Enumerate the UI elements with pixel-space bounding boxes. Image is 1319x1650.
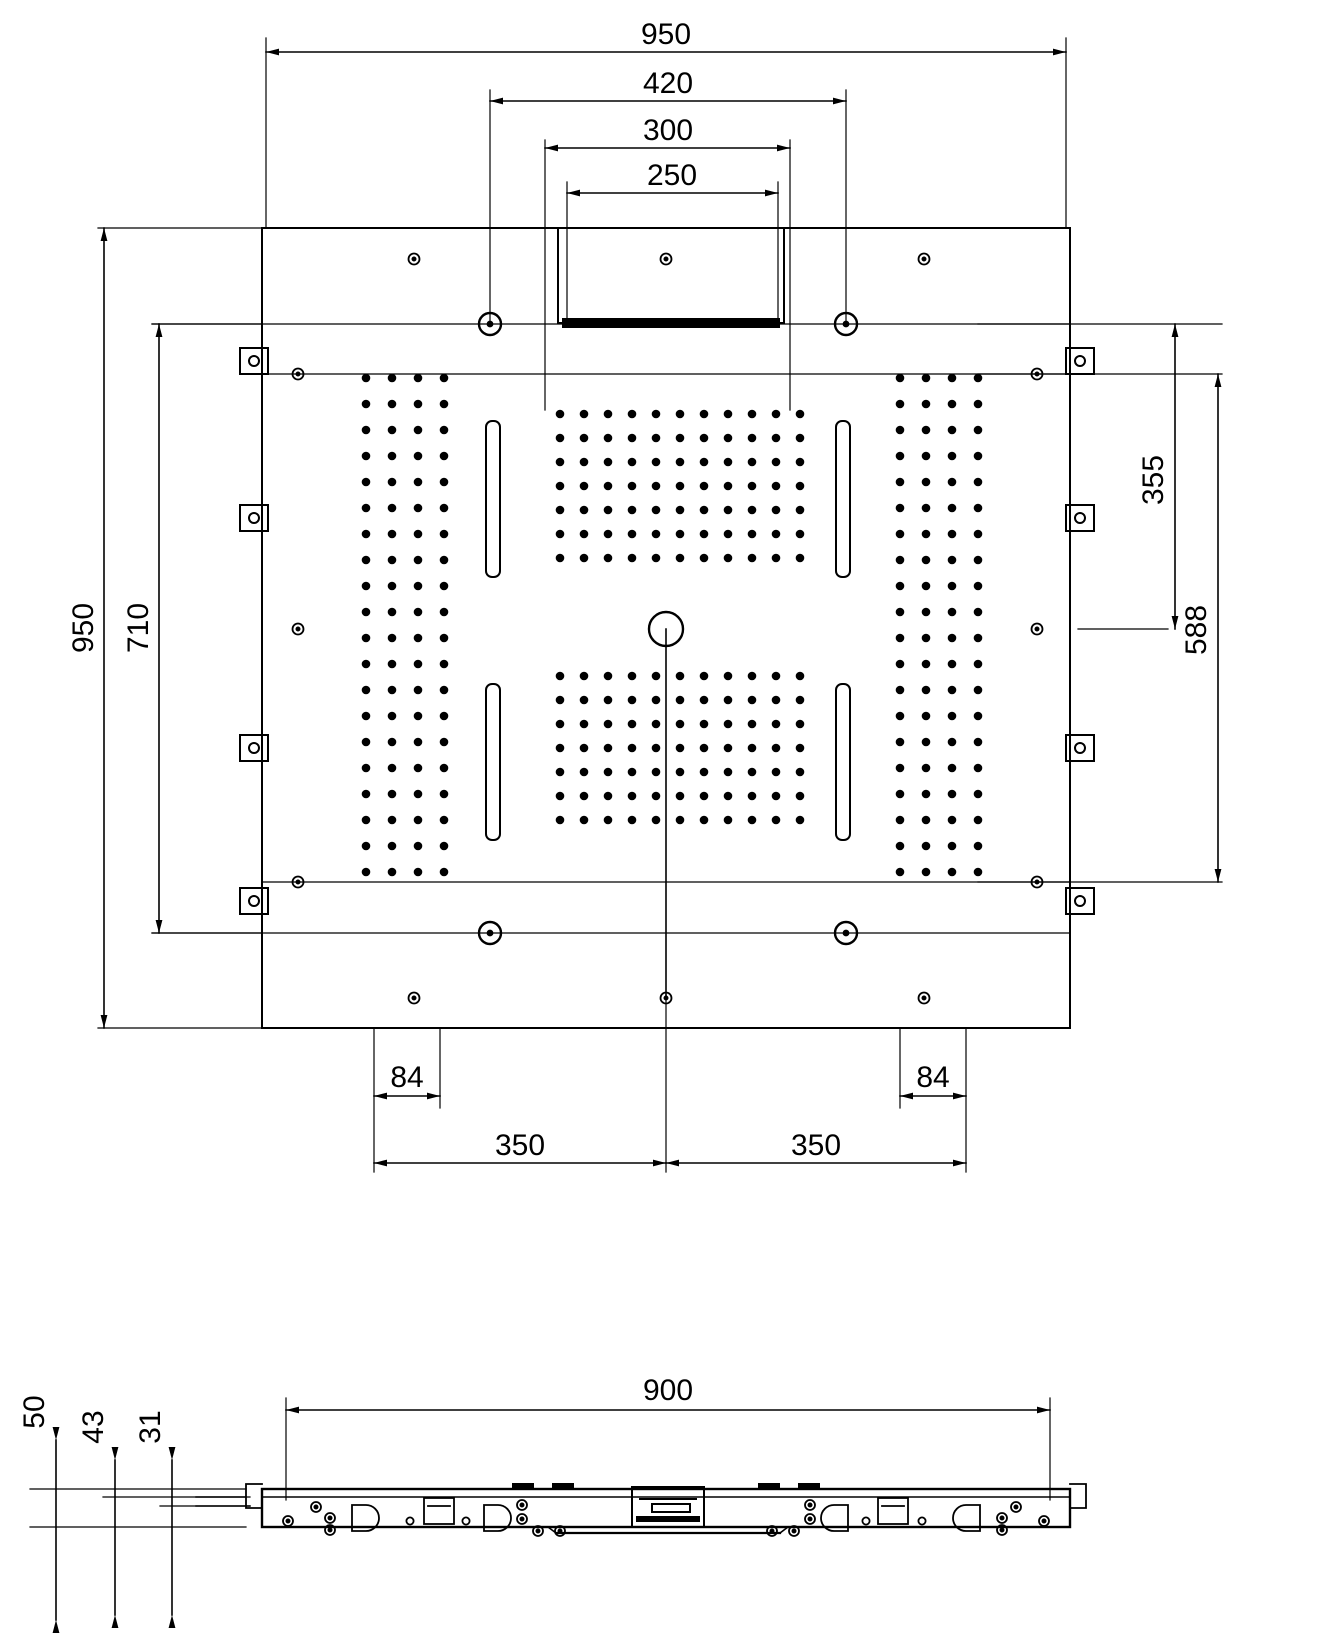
section-dimension-lines — [52, 1406, 1051, 1633]
section-right-tab — [1069, 1483, 1087, 1509]
dim-420: 420 — [643, 67, 693, 100]
dim-350-right: 350 — [791, 1129, 841, 1162]
dim-300: 300 — [643, 114, 693, 147]
dim-950-height: 950 — [67, 603, 100, 653]
slot-upper-right — [835, 420, 851, 578]
plan-extension-lines — [97, 37, 1223, 1173]
large-locator-holes — [477, 311, 859, 946]
dim-250: 250 — [647, 159, 697, 192]
dim-588: 588 — [1180, 605, 1213, 655]
slot-upper-left — [485, 420, 501, 578]
plan-outline — [261, 227, 1071, 1029]
section-center-block — [631, 1486, 705, 1528]
section-left-tab — [245, 1483, 263, 1509]
left-nozzle-array — [361, 373, 449, 877]
center-hole — [647, 610, 685, 648]
dim-50: 50 — [18, 1395, 51, 1428]
dark-bar — [562, 318, 780, 328]
section-bottom-lip-outer — [546, 1525, 790, 1535]
section-detail-left — [282, 1483, 574, 1537]
section-detail-right — [758, 1483, 1050, 1537]
mounting-brackets-right — [1065, 347, 1095, 915]
dim-710: 710 — [122, 603, 155, 653]
nozzle-dot-arrays — [361, 373, 983, 877]
top-panel — [557, 227, 785, 324]
center-upper-array — [555, 409, 805, 563]
dim-355: 355 — [1137, 455, 1170, 505]
dim-43: 43 — [77, 1410, 110, 1443]
mounting-brackets-left — [239, 347, 269, 915]
small-screw-holes — [291, 252, 1044, 1005]
slot-lower-right — [835, 683, 851, 841]
section-extension-lines — [29, 1397, 1051, 1528]
center-lower-array — [555, 671, 805, 825]
dim-84-right: 84 — [916, 1061, 949, 1094]
dim-950-width: 950 — [641, 18, 691, 51]
slot-lower-left — [485, 683, 501, 841]
dim-31: 31 — [134, 1410, 167, 1443]
dimension-text-layer: 950 420 300 250 950 710 355 588 84 84 35… — [18, 18, 1213, 1444]
dim-84-left: 84 — [390, 1061, 423, 1094]
dim-350-left: 350 — [495, 1129, 545, 1162]
right-nozzle-array — [895, 373, 983, 877]
dim-900: 900 — [643, 1374, 693, 1407]
section-left-stub — [195, 1496, 251, 1507]
plan-dimension-lines — [100, 48, 1222, 1167]
